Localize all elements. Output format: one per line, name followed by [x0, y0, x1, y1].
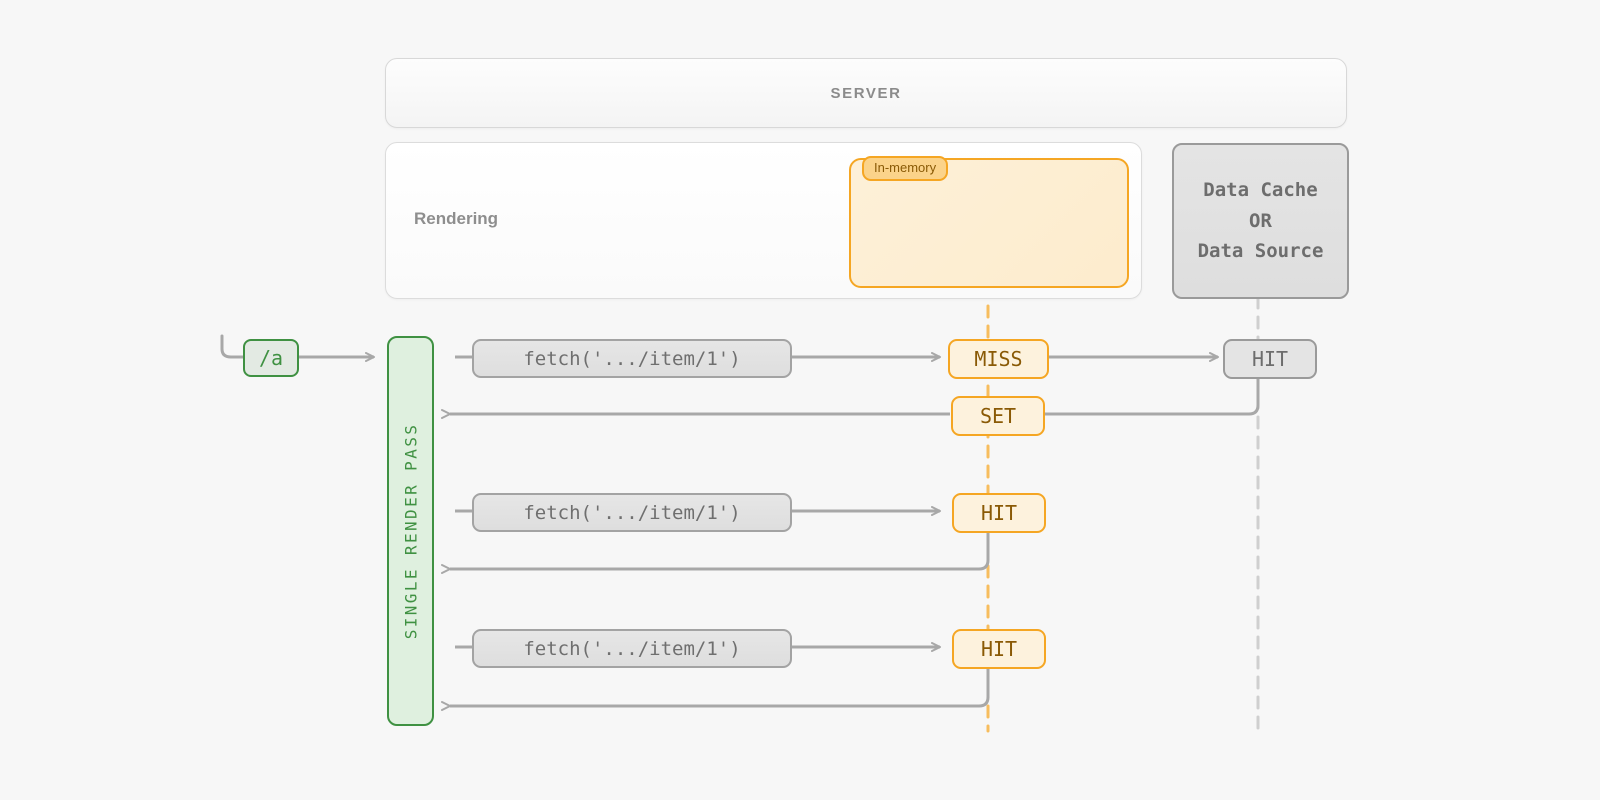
data-cache-line-or: OR: [1249, 209, 1272, 232]
entry-hook: [220, 334, 245, 359]
single-render-pass-bar: SINGLE RENDER PASS: [387, 336, 434, 726]
server-band: SERVER: [385, 58, 1347, 128]
memo-hit3-return: [441, 666, 990, 711]
in-memory-badge: In-memory: [862, 156, 949, 181]
memo-hit2-return: [441, 530, 990, 574]
route-badge-a[interactable]: /a: [243, 339, 299, 377]
status-badge-memo-hit-3: HIT: [952, 629, 1046, 669]
rendering-label: Rendering: [414, 209, 499, 228]
status-badge-set-1: SET: [951, 396, 1045, 436]
data-cache-or-source-box: Data Cache OR Data Source: [1172, 143, 1349, 299]
status-badge-memo-hit-2: HIT: [952, 493, 1046, 533]
data-cache-line-3: Data Source: [1197, 240, 1324, 263]
fetch-pill-1: fetch('.../item/1'): [472, 339, 792, 378]
server-label: SERVER: [830, 84, 902, 102]
single-render-pass-label: SINGLE RENDER PASS: [401, 422, 420, 640]
fetch-pill-3: fetch('.../item/1'): [472, 629, 792, 668]
status-badge-cache-hit-1: HIT: [1223, 339, 1317, 379]
fetch-pill-2: fetch('.../item/1'): [472, 493, 792, 532]
data-cache-line-1: Data Cache: [1203, 178, 1318, 201]
cache-hit-return: [1023, 376, 1260, 419]
status-badge-miss-1: MISS: [948, 339, 1049, 379]
